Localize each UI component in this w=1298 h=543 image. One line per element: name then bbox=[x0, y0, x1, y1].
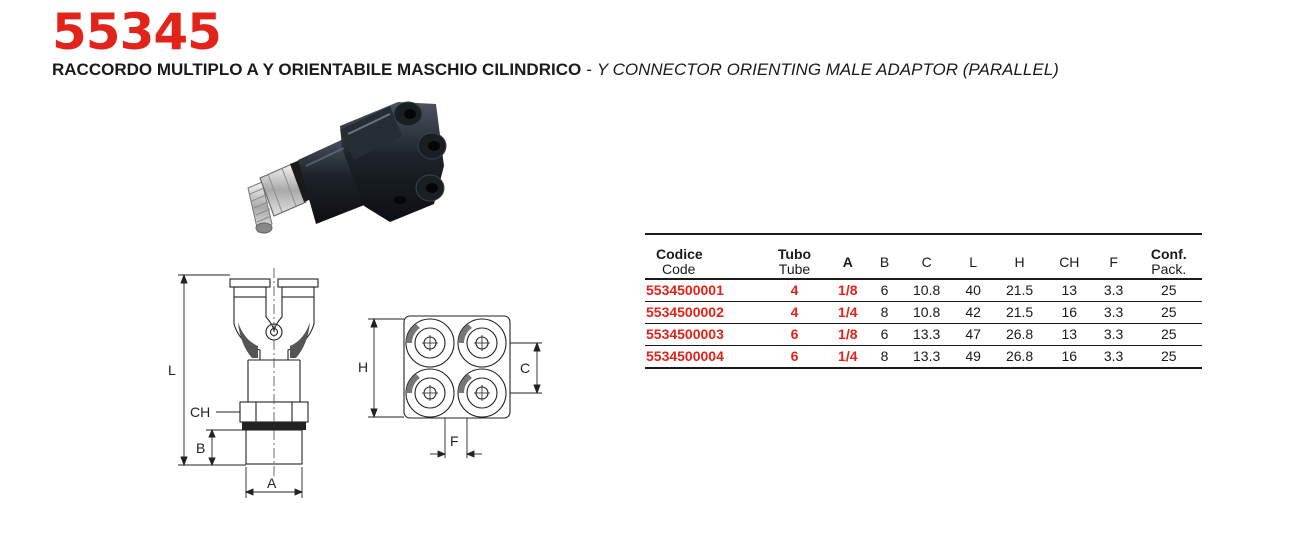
cell-f: 3.3 bbox=[1103, 348, 1124, 364]
header-conf: Conf. bbox=[1150, 246, 1187, 262]
table-row: 5534500001 4 1/8 6 10.8 40 21.5 13 3.3 2… bbox=[645, 279, 1202, 302]
cell-l: 47 bbox=[965, 326, 981, 342]
header-codice: Codice bbox=[656, 246, 703, 262]
cell-b: 6 bbox=[880, 282, 889, 298]
dimension-label-b: B bbox=[196, 440, 205, 456]
cell-tube: 4 bbox=[790, 282, 799, 298]
cell-ch: 16 bbox=[1061, 304, 1078, 320]
specifications-table: Codice Code Tubo Tube A B C L H CH F Con… bbox=[645, 233, 1202, 369]
cell-code: 5534500002 bbox=[646, 304, 724, 320]
dimension-label-a: A bbox=[267, 475, 277, 491]
cell-pack: 25 bbox=[1160, 304, 1177, 320]
header-c: C bbox=[921, 254, 932, 270]
cell-h: 21.5 bbox=[1005, 304, 1034, 320]
cell-b: 6 bbox=[880, 326, 889, 342]
cell-f: 3.3 bbox=[1103, 304, 1124, 320]
header-b: B bbox=[879, 254, 890, 270]
cell-code: 5534500001 bbox=[646, 282, 724, 298]
cell-f: 3.3 bbox=[1103, 326, 1124, 342]
header-l: L bbox=[969, 254, 978, 270]
cell-l: 49 bbox=[965, 348, 981, 364]
cell-l: 42 bbox=[965, 304, 981, 320]
cell-pack: 25 bbox=[1160, 326, 1177, 342]
cell-f: 3.3 bbox=[1103, 282, 1124, 298]
cell-a: 1/4 bbox=[838, 304, 858, 320]
thread bbox=[247, 181, 273, 233]
cell-a: 1/8 bbox=[838, 282, 858, 298]
cell-pack: 25 bbox=[1160, 348, 1177, 364]
cell-c: 13.3 bbox=[913, 348, 941, 364]
header-tube-en: Tube bbox=[778, 261, 811, 277]
description-italian: RACCORDO MULTIPLO A Y ORIENTABILE MASCHI… bbox=[52, 60, 582, 79]
header-ch: CH bbox=[1059, 254, 1080, 270]
cell-c: 10.8 bbox=[913, 282, 941, 298]
cell-ch: 13 bbox=[1061, 326, 1078, 342]
cell-ch: 16 bbox=[1061, 348, 1078, 364]
cell-l: 40 bbox=[965, 282, 981, 298]
cell-code: 5534500004 bbox=[646, 348, 724, 364]
header-pack-en: Pack. bbox=[1151, 261, 1187, 277]
header-f: F bbox=[1109, 254, 1118, 270]
dimension-label-h: H bbox=[358, 359, 368, 375]
cell-b: 8 bbox=[880, 304, 889, 320]
table-row: 5534500002 4 1/4 8 10.8 42 21.5 16 3.3 2… bbox=[645, 302, 1202, 324]
header-pack: Conf. Pack. bbox=[1135, 234, 1202, 279]
table-row: 5534500003 6 1/8 6 13.3 47 26.8 13 3.3 2… bbox=[645, 324, 1202, 346]
cell-pack: 25 bbox=[1160, 282, 1177, 298]
cell-a: 1/8 bbox=[838, 326, 858, 342]
cell-tube: 6 bbox=[790, 348, 799, 364]
cell-h: 26.8 bbox=[1005, 326, 1034, 342]
cell-b: 8 bbox=[880, 348, 889, 364]
dimension-label-c: C bbox=[520, 360, 530, 376]
cell-c: 13.3 bbox=[913, 326, 941, 342]
header-tube: Tubo Tube bbox=[763, 234, 826, 279]
dimension-label-l: L bbox=[168, 362, 176, 378]
front-view-drawing: H C F bbox=[358, 315, 542, 458]
product-description: RACCORDO MULTIPLO A Y ORIENTABILE MASCHI… bbox=[52, 60, 1059, 80]
description-english: Y CONNECTOR ORIENTING MALE ADAPTOR (PARA… bbox=[596, 60, 1059, 79]
header-code-en: Code bbox=[662, 261, 696, 277]
description-separator: - bbox=[586, 60, 592, 79]
product-photo bbox=[247, 101, 447, 234]
cell-tube: 6 bbox=[790, 326, 799, 342]
header-a: A bbox=[842, 254, 853, 270]
header-code: Codice Code bbox=[645, 234, 763, 279]
dimension-label-f: F bbox=[450, 433, 459, 449]
header-h: H bbox=[1014, 254, 1025, 270]
cell-tube: 4 bbox=[790, 304, 799, 320]
dimension-label-ch: CH bbox=[190, 404, 210, 420]
side-view-drawing: L CH B A bbox=[168, 268, 319, 498]
product-code: 55345 bbox=[52, 3, 222, 61]
cell-h: 26.8 bbox=[1005, 348, 1034, 364]
cell-c: 10.8 bbox=[913, 304, 941, 320]
cell-a: 1/4 bbox=[838, 348, 858, 364]
header-tubo: Tubo bbox=[777, 246, 812, 262]
cell-h: 21.5 bbox=[1005, 282, 1034, 298]
table-row: 5534500004 6 1/4 8 13.3 49 26.8 16 3.3 2… bbox=[645, 346, 1202, 369]
cell-ch: 13 bbox=[1061, 282, 1078, 298]
cell-code: 5534500003 bbox=[646, 326, 724, 342]
table-header-row: Codice Code Tubo Tube A B C L H CH F Con… bbox=[645, 234, 1202, 279]
